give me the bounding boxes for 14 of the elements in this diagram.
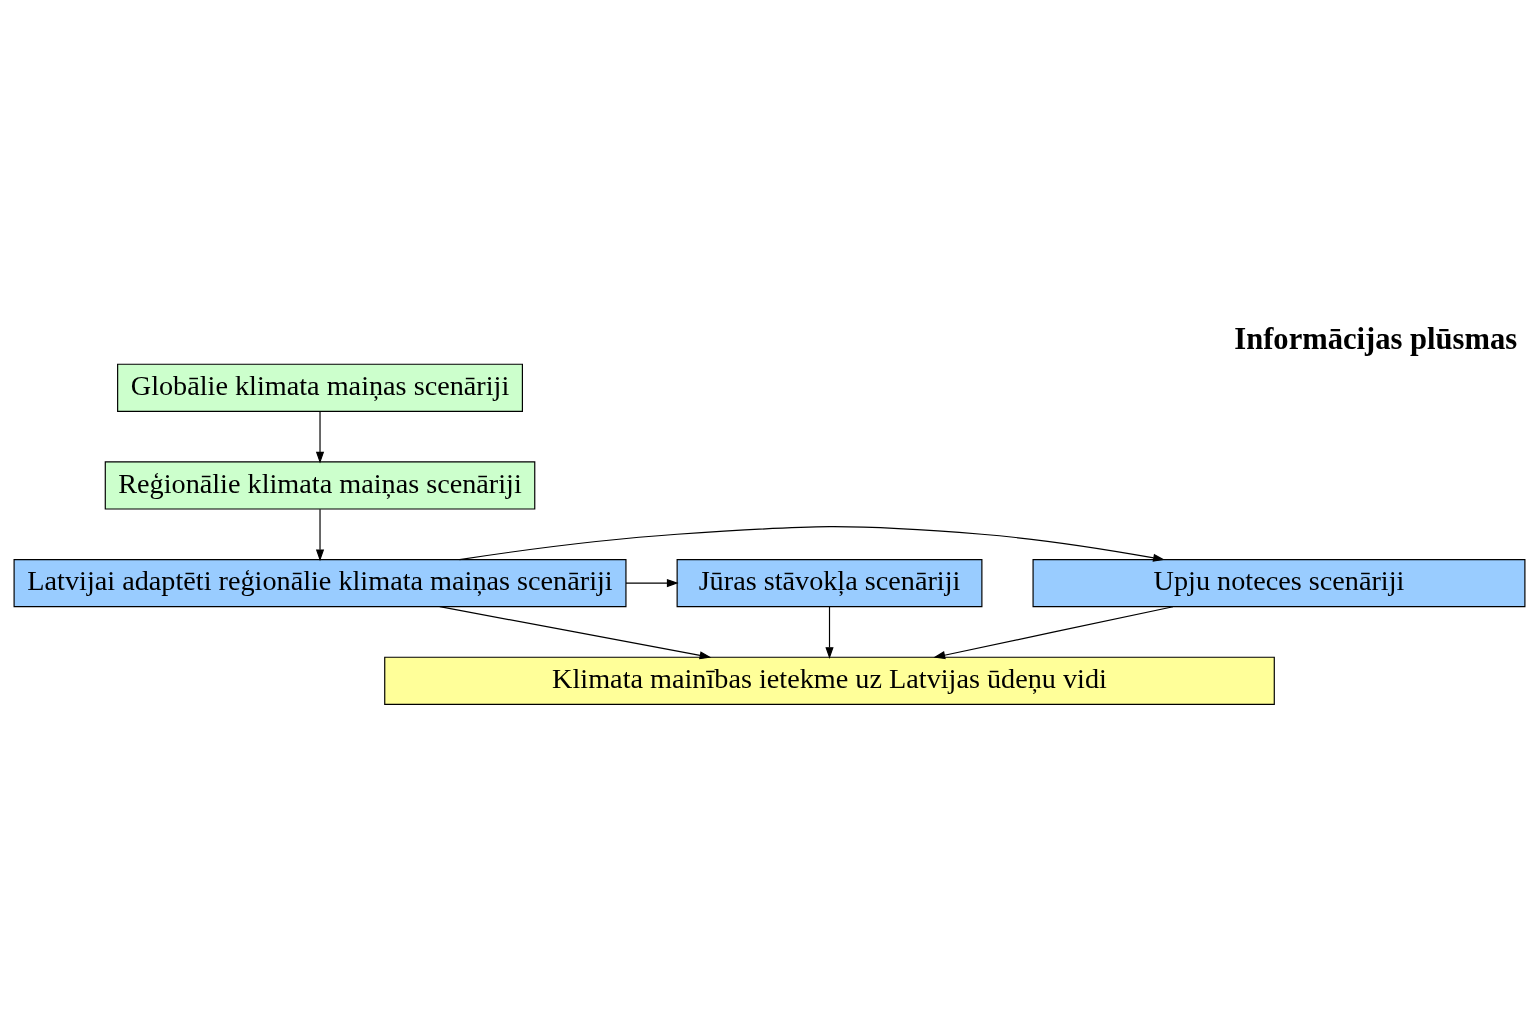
node-box: Reģionālie klimata maiņas scenāriji <box>104 461 536 510</box>
diagram-title: Informācijas plūsmas <box>1234 321 1518 356</box>
arrow <box>825 606 834 659</box>
arrow <box>625 578 679 588</box>
arrow <box>458 526 1165 562</box>
arrow <box>439 606 712 660</box>
arrow <box>315 410 325 464</box>
node-box: Globālie klimata maiņas scenāriji <box>117 363 523 412</box>
node-box: Latvijai adaptēti reģionālie klimata maiņas scenāriji <box>13 559 627 608</box>
node-box: Klimata mainības ietekme uz Latvijas ūdeņu vidi <box>384 656 1275 705</box>
node-box: Jūras stāvokļa scenāriji <box>676 559 983 608</box>
arrow <box>315 508 325 562</box>
arrow <box>933 606 1174 660</box>
node-box: Upju noteces scenāriji <box>1032 559 1526 608</box>
